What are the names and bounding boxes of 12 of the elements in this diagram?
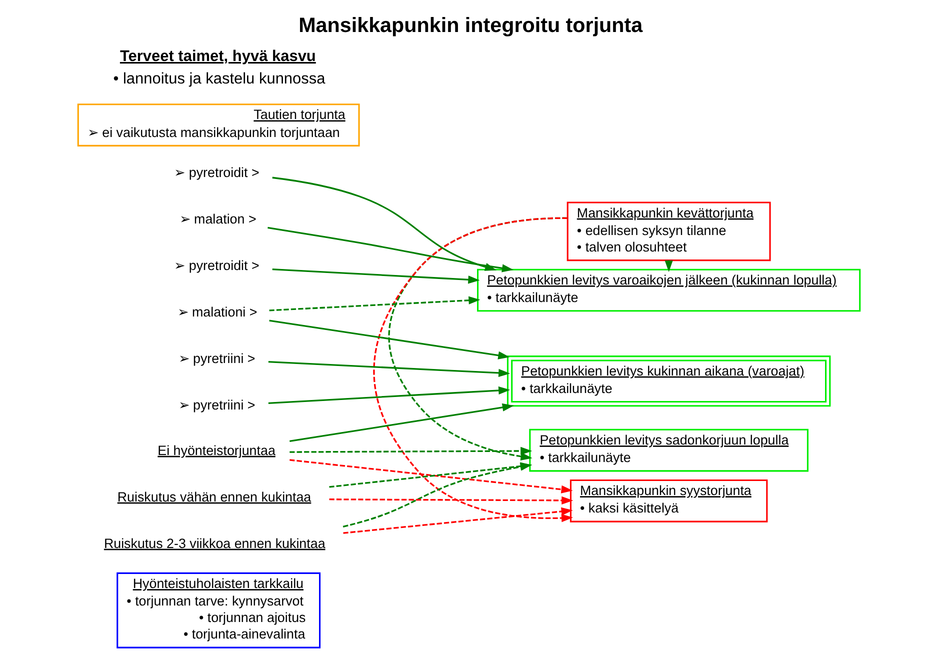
diagram-title: Mansikkapunkin integroitu torjunta — [298, 14, 642, 38]
node-text: ➢ malationi > — [176, 304, 257, 320]
node-text: ➢ pyretroidit > — [174, 165, 259, 180]
node-text: Ruiskutus vähän ennen kukintaa — [116, 489, 311, 504]
node-text: Ruiskutus 2-3 viikkoa ennen kukintaa — [103, 536, 325, 551]
node-text: ➢ malation > — [178, 212, 256, 227]
label: • lannoitus ja kastelu kunnossa — [112, 70, 325, 88]
node-text: ➢ pyretriini > — [178, 397, 255, 412]
node-text: Ei hyönteistorjuntaa — [157, 442, 275, 458]
label: Terveet taimet, hyvä kasvu — [119, 48, 316, 65]
node-text: ➢ pyretriini > — [178, 350, 255, 366]
node-text: ➢ pyretroidit > — [174, 258, 259, 273]
